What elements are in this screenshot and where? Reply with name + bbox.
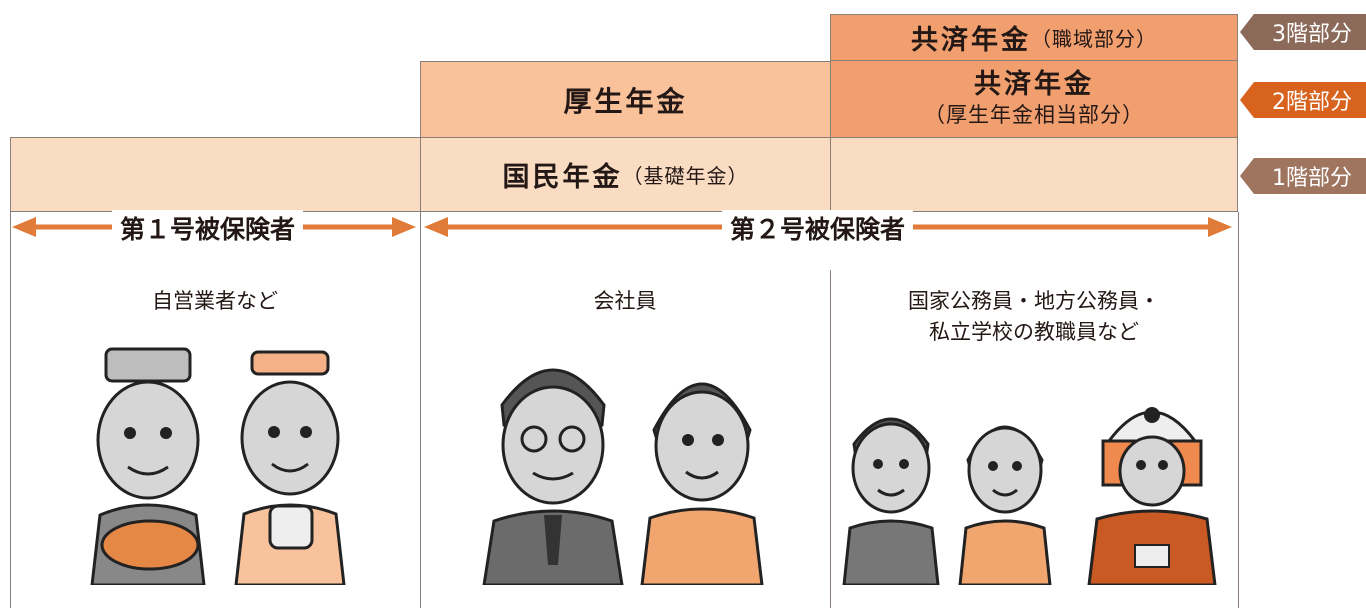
businesswoman-icon [640,382,764,585]
tag-2-label: 2階部分 [1272,90,1352,115]
tier3-kyosai-box [830,14,1238,61]
category-self-employed: 自営業者など [152,289,278,313]
tier2-kosei-label: 厚生年金 [563,84,688,118]
tag3-shape [1240,14,1366,50]
tier1-divider-right [830,137,831,212]
firefighter-icon [1087,407,1217,585]
category-company: 会社員 [593,289,657,313]
tag2-shape [1240,82,1366,118]
civil-servant-woman-icon [958,425,1052,585]
tier3-label: 共済年金 （職域部分） [830,14,1238,61]
column-line-3 [1238,212,1239,608]
tier1-kokumin-box [10,137,1238,212]
category-public-line1: 国家公務員・地方公務員・ [908,289,1160,313]
column-line-1 [420,212,421,608]
first-insured-label: 第１号被保険者 [112,210,304,246]
tier-tags [1240,14,1366,194]
tier3-note: （職域部分） [1031,27,1157,51]
tier1-divider-left [420,137,421,212]
category-public-line2: 私立学校の教職員など [929,320,1139,344]
tier2-kyosai-label: 共済年金 （厚生年金相当部分） [830,60,1238,138]
tier3-title: 共済年金 [911,25,1031,56]
column-line-0 [10,212,11,608]
tier2-kyosai-title: 共済年金 [974,69,1094,100]
tier1-title: 国民年金 [502,162,623,193]
fishmonger-man-icon [90,347,206,585]
baker-woman-icon [234,350,346,585]
tag1-shape [1240,158,1366,194]
category-public: 国家公務員・地方公務員・ 私立学校の教職員など [830,286,1238,348]
tier2-kyosai-note: （厚生年金相当部分） [924,103,1144,127]
businessman-icon [482,368,624,585]
tag-1-label: 1階部分 [1272,166,1352,191]
civil-servant-man-icon [842,417,940,585]
tier2-kosei-box [420,61,831,138]
tier1-label: 国民年金 （基礎年金） [420,137,831,212]
column-line-2 [830,270,831,608]
tag-3-label: 3階部分 [1272,22,1352,47]
second-insured-label: 第２号被保険者 [722,210,914,246]
tier1-note: （基礎年金） [622,164,749,188]
